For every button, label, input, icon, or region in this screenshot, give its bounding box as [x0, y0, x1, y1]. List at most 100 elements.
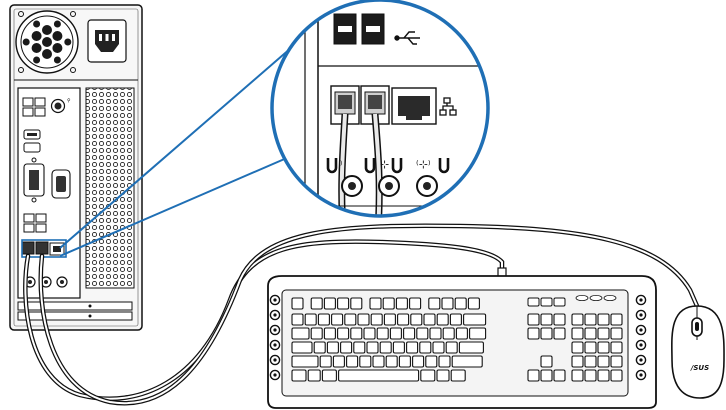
keyboard-key — [373, 356, 384, 367]
keyboard-key — [308, 370, 320, 381]
keyboard-key — [318, 314, 329, 325]
keyboard-key — [572, 342, 583, 353]
keyboard-key — [360, 356, 371, 367]
svg-text:⚲: ⚲ — [67, 98, 71, 104]
keyboard-key — [338, 298, 349, 309]
keyboard-key — [370, 298, 381, 309]
fan-grill — [16, 11, 78, 73]
mouse-brand-label: /SUS — [690, 364, 709, 372]
keyboard-key — [554, 298, 565, 306]
mouse: /SUS — [672, 306, 724, 398]
keyboard-key — [324, 328, 335, 339]
keyboard-key — [426, 356, 437, 367]
keyboard-key — [384, 314, 395, 325]
keyboard-key — [455, 298, 466, 309]
keyboard-key — [383, 298, 394, 309]
keyboard-key — [437, 314, 448, 325]
keyboard-key — [470, 328, 486, 339]
keyboard-key — [611, 370, 622, 381]
keyboard-key — [437, 370, 449, 381]
keyboard-key — [417, 328, 428, 339]
side-vent — [86, 88, 134, 288]
keyboard-key — [411, 314, 422, 325]
keyboard-key — [541, 370, 552, 381]
keyboard-key — [611, 314, 622, 325]
keyboard — [268, 276, 656, 408]
keyboard-key — [322, 370, 336, 381]
keyboard-key — [598, 328, 609, 339]
keyboard-key — [314, 342, 325, 353]
keyboard-key — [386, 356, 397, 367]
keyboard-key — [528, 370, 539, 381]
keyboard-key — [541, 314, 552, 325]
keyboard-key — [572, 314, 583, 325]
keyboard-key — [351, 328, 362, 339]
svg-text:⁽⊹⁾: ⁽⊹⁾ — [416, 158, 431, 171]
keyboard-key — [464, 314, 486, 325]
keyboard-key — [292, 298, 303, 309]
keyboard-key — [398, 314, 409, 325]
keyboard-key — [407, 342, 418, 353]
keyboard-key — [371, 314, 382, 325]
keyboard-key — [541, 356, 552, 367]
keyboard-key — [585, 356, 596, 367]
keyboard-key — [442, 298, 453, 309]
keyboard-key — [585, 328, 596, 339]
keyboard-key — [404, 328, 415, 339]
keyboard-key — [327, 342, 338, 353]
keyboard-key — [338, 328, 349, 339]
zoom-magnifier: ⁾ ⊹ ⁽⊹⁾ — [272, 0, 502, 230]
keyboard-key — [341, 342, 352, 353]
keyboard-key — [390, 328, 401, 339]
keyboard-key — [320, 356, 331, 367]
keyboard-key — [450, 314, 461, 325]
keyboard-key — [305, 314, 316, 325]
keyboard-key — [345, 314, 356, 325]
keyboard-key — [451, 370, 465, 381]
keyboard-key — [430, 328, 441, 339]
keyboard-key — [339, 370, 419, 381]
keyboard-key — [424, 314, 435, 325]
keyboard-key — [585, 342, 596, 353]
keyboard-key — [292, 328, 309, 339]
keyboard-key — [598, 356, 609, 367]
keyboard-key — [429, 298, 440, 309]
keyboard-key — [351, 298, 362, 309]
keyboard-key — [292, 356, 318, 367]
keyboard-key — [554, 370, 565, 381]
keyboard-key — [456, 328, 467, 339]
keyboard-key — [598, 342, 609, 353]
keyboard-key — [446, 342, 457, 353]
keyboard-key — [354, 342, 365, 353]
keyboard-key — [358, 314, 369, 325]
desktop-tower: ⚲ — [10, 5, 142, 330]
keyboard-key — [292, 314, 303, 325]
keyboard-key — [380, 342, 391, 353]
keyboard-key — [393, 342, 404, 353]
keyboard-key — [468, 298, 479, 309]
keyboard-key — [554, 328, 565, 339]
keyboard-key — [292, 342, 312, 353]
keyboard-key — [572, 370, 583, 381]
keyboard-key — [585, 314, 596, 325]
keyboard-status-leds — [576, 295, 616, 300]
keyboard-key — [311, 328, 322, 339]
svg-text:⊹: ⊹ — [380, 158, 389, 171]
keyboard-key — [421, 370, 435, 381]
svg-text:⁾: ⁾ — [340, 160, 342, 171]
keyboard-key — [396, 298, 407, 309]
keyboard-key — [332, 314, 343, 325]
keyboard-key — [541, 298, 552, 306]
keyboard-key — [541, 328, 552, 339]
keyboard-key — [311, 298, 322, 309]
keyboard-key — [554, 314, 565, 325]
keyboard-key — [292, 370, 306, 381]
keyboard-key — [333, 356, 344, 367]
keyboard-key — [433, 342, 444, 353]
keyboard-key — [410, 298, 421, 309]
keyboard-key — [572, 328, 583, 339]
power-socket — [88, 20, 126, 62]
keyboard-key — [598, 314, 609, 325]
keyboard-key — [399, 356, 410, 367]
